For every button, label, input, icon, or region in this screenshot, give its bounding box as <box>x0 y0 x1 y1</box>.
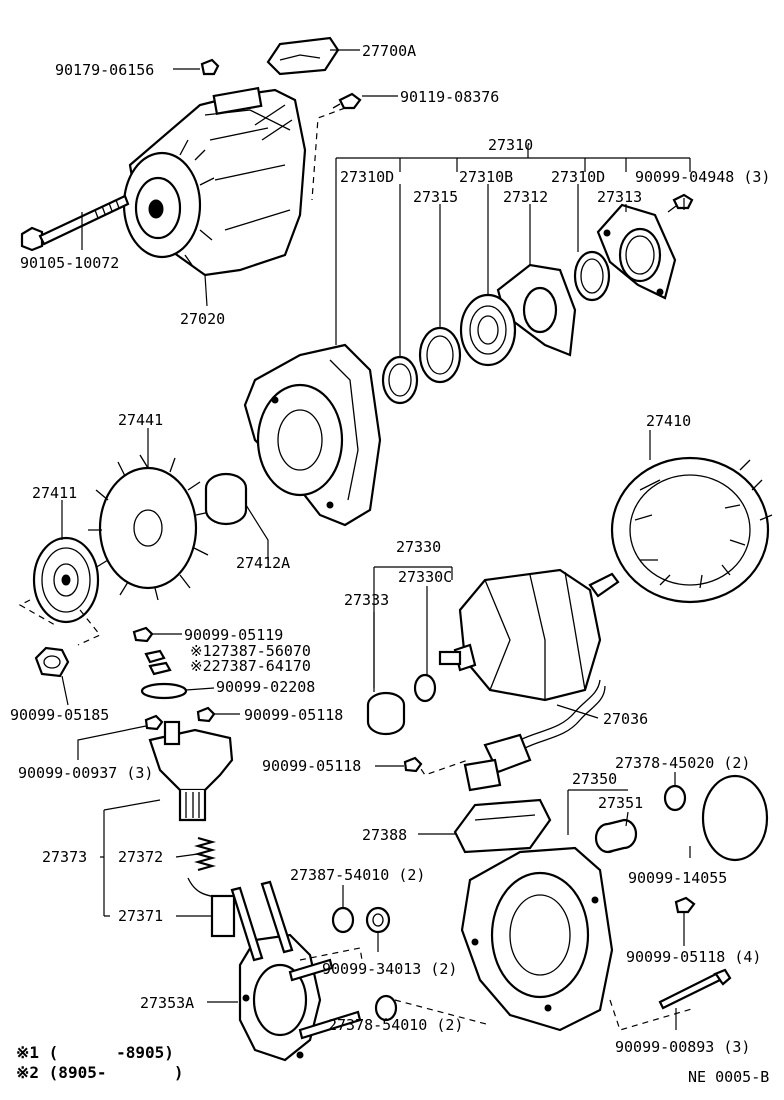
diagram-code: NE 0005-B <box>688 1068 769 1086</box>
brush-holder-27373 <box>148 720 234 822</box>
label-27387-54010: 27387-54010 (2) <box>290 866 425 884</box>
bearing-27310B <box>459 293 517 367</box>
washer-90099-02208 <box>140 682 188 700</box>
footnote-2: ※2 (8905- ) <box>16 1063 184 1082</box>
label-27350: 27350 <box>572 770 617 788</box>
label-90105-10072: 90105-10072 <box>20 254 119 272</box>
dash-27350 <box>299 947 696 1031</box>
label-27700A: 27700A <box>362 42 416 60</box>
screw-90099-00937 <box>144 714 164 731</box>
label-27313: 27313 <box>597 188 642 206</box>
rotor-27330 <box>438 568 620 702</box>
label-27310B: 27310B <box>459 168 513 186</box>
nut-90099-05119 <box>132 626 154 643</box>
label-27330: 27330 <box>396 538 441 556</box>
bushing-27351 <box>594 818 638 854</box>
label-27387-64170: ※227387-64170 <box>190 657 311 675</box>
ring-27330C <box>413 673 437 703</box>
stator-27410 <box>610 456 773 604</box>
leader-lines <box>61 49 691 1030</box>
dash-27036 <box>414 759 469 776</box>
part-labels: 27700A 90179-06156 90119-08376 27310 273… <box>10 42 770 1056</box>
alternator-assembly <box>122 86 307 277</box>
screw-90099-04948 <box>667 193 694 213</box>
seal-27310D-b <box>573 250 611 302</box>
wire-27036 <box>463 679 606 792</box>
label-90099-05185: 90099-05185 <box>10 706 109 724</box>
nut-90099-05118-b <box>403 756 423 773</box>
label-90099-34013: 90099-34013 (2) <box>322 960 457 978</box>
cover-27388 <box>453 798 552 854</box>
insulator-27387-54010 <box>331 906 355 934</box>
label-27387-56070: ※127387-56070 <box>190 642 311 660</box>
label-27020: 27020 <box>180 310 225 328</box>
label-90099-00893: 90099-00893 (3) <box>615 1038 750 1056</box>
spring-27372 <box>193 836 217 872</box>
collar-27412A <box>204 472 248 526</box>
label-27378-54010: 27378-54010 (2) <box>328 1016 463 1034</box>
label-27315: 27315 <box>413 188 458 206</box>
label-27372: 27372 <box>118 848 163 866</box>
label-90179-06156: 90179-06156 <box>55 61 154 79</box>
label-27310D-b: 27310D <box>551 168 605 186</box>
regulator-27700A <box>266 36 340 76</box>
label-27388: 27388 <box>362 826 407 844</box>
oring-90099-14055 <box>701 774 769 862</box>
seal-27310D-a <box>381 355 419 405</box>
drive-end-frame <box>243 343 382 527</box>
insulator-27387-56070 <box>144 649 166 664</box>
label-90099-05118-a: 90099-05118 <box>244 706 343 724</box>
label-27410: 27410 <box>646 412 691 430</box>
bolt-90105-10072 <box>20 194 130 252</box>
insulator-27387-64170 <box>148 661 172 676</box>
label-27441: 27441 <box>118 411 163 429</box>
rear-end-frame-27350 <box>460 846 614 1032</box>
label-90099-05118-b: 90099-05118 <box>262 757 361 775</box>
label-27378-45020: 27378-45020 (2) <box>615 754 750 772</box>
label-27373: 27373 <box>42 848 87 866</box>
label-90099-05118-c: 90099-05118 (4) <box>626 948 761 966</box>
label-27371: 27371 <box>118 907 163 925</box>
nut-90099-05185 <box>34 646 70 678</box>
label-90099-14055: 90099-14055 <box>628 869 727 887</box>
label-27310D-a: 27310D <box>340 168 394 186</box>
bushing-90099-34013 <box>365 906 391 934</box>
rectifier-27353A <box>230 880 362 1062</box>
label-90099-05119: 90099-05119 <box>184 626 283 644</box>
nut-90099-05118-a <box>196 706 216 723</box>
footnotes: ※1 ( -8905) ※2 (8905- ) NE 0005-B <box>16 1043 769 1086</box>
label-27412A: 27412A <box>236 554 290 572</box>
bearing-retainer-27313 <box>596 203 677 300</box>
dash-pulley <box>18 599 101 646</box>
label-27330C: 27330C <box>398 568 452 586</box>
dash-90119 <box>311 107 346 201</box>
label-27312: 27312 <box>503 188 548 206</box>
label-90099-02208: 90099-02208 <box>216 678 315 696</box>
footnote-1: ※1 ( -8905) <box>16 1043 174 1062</box>
label-27036: 27036 <box>603 710 648 728</box>
plate-27312 <box>496 263 577 357</box>
bolt-90099-00893 <box>658 968 732 1010</box>
nut-90179-06156 <box>200 58 220 76</box>
label-27351: 27351 <box>598 794 643 812</box>
label-90099-00937: 90099-00937 (3) <box>18 764 153 782</box>
nut-90099-05118-c <box>674 896 696 914</box>
insulator-27378-45020 <box>663 784 687 812</box>
label-27411: 27411 <box>32 484 77 502</box>
bearing-27333 <box>366 691 406 736</box>
pulley-27411 <box>32 536 100 624</box>
ring-27315 <box>418 326 462 384</box>
label-27333: 27333 <box>344 591 389 609</box>
label-27353A: 27353A <box>140 994 194 1012</box>
label-90099-04948: 90099-04948 (3) <box>635 168 770 186</box>
label-27310: 27310 <box>488 136 533 154</box>
screw-90119-08376 <box>332 92 362 110</box>
fan-27441 <box>88 454 211 601</box>
brush-27371 <box>187 877 236 938</box>
label-90119-08376: 90119-08376 <box>400 88 499 106</box>
